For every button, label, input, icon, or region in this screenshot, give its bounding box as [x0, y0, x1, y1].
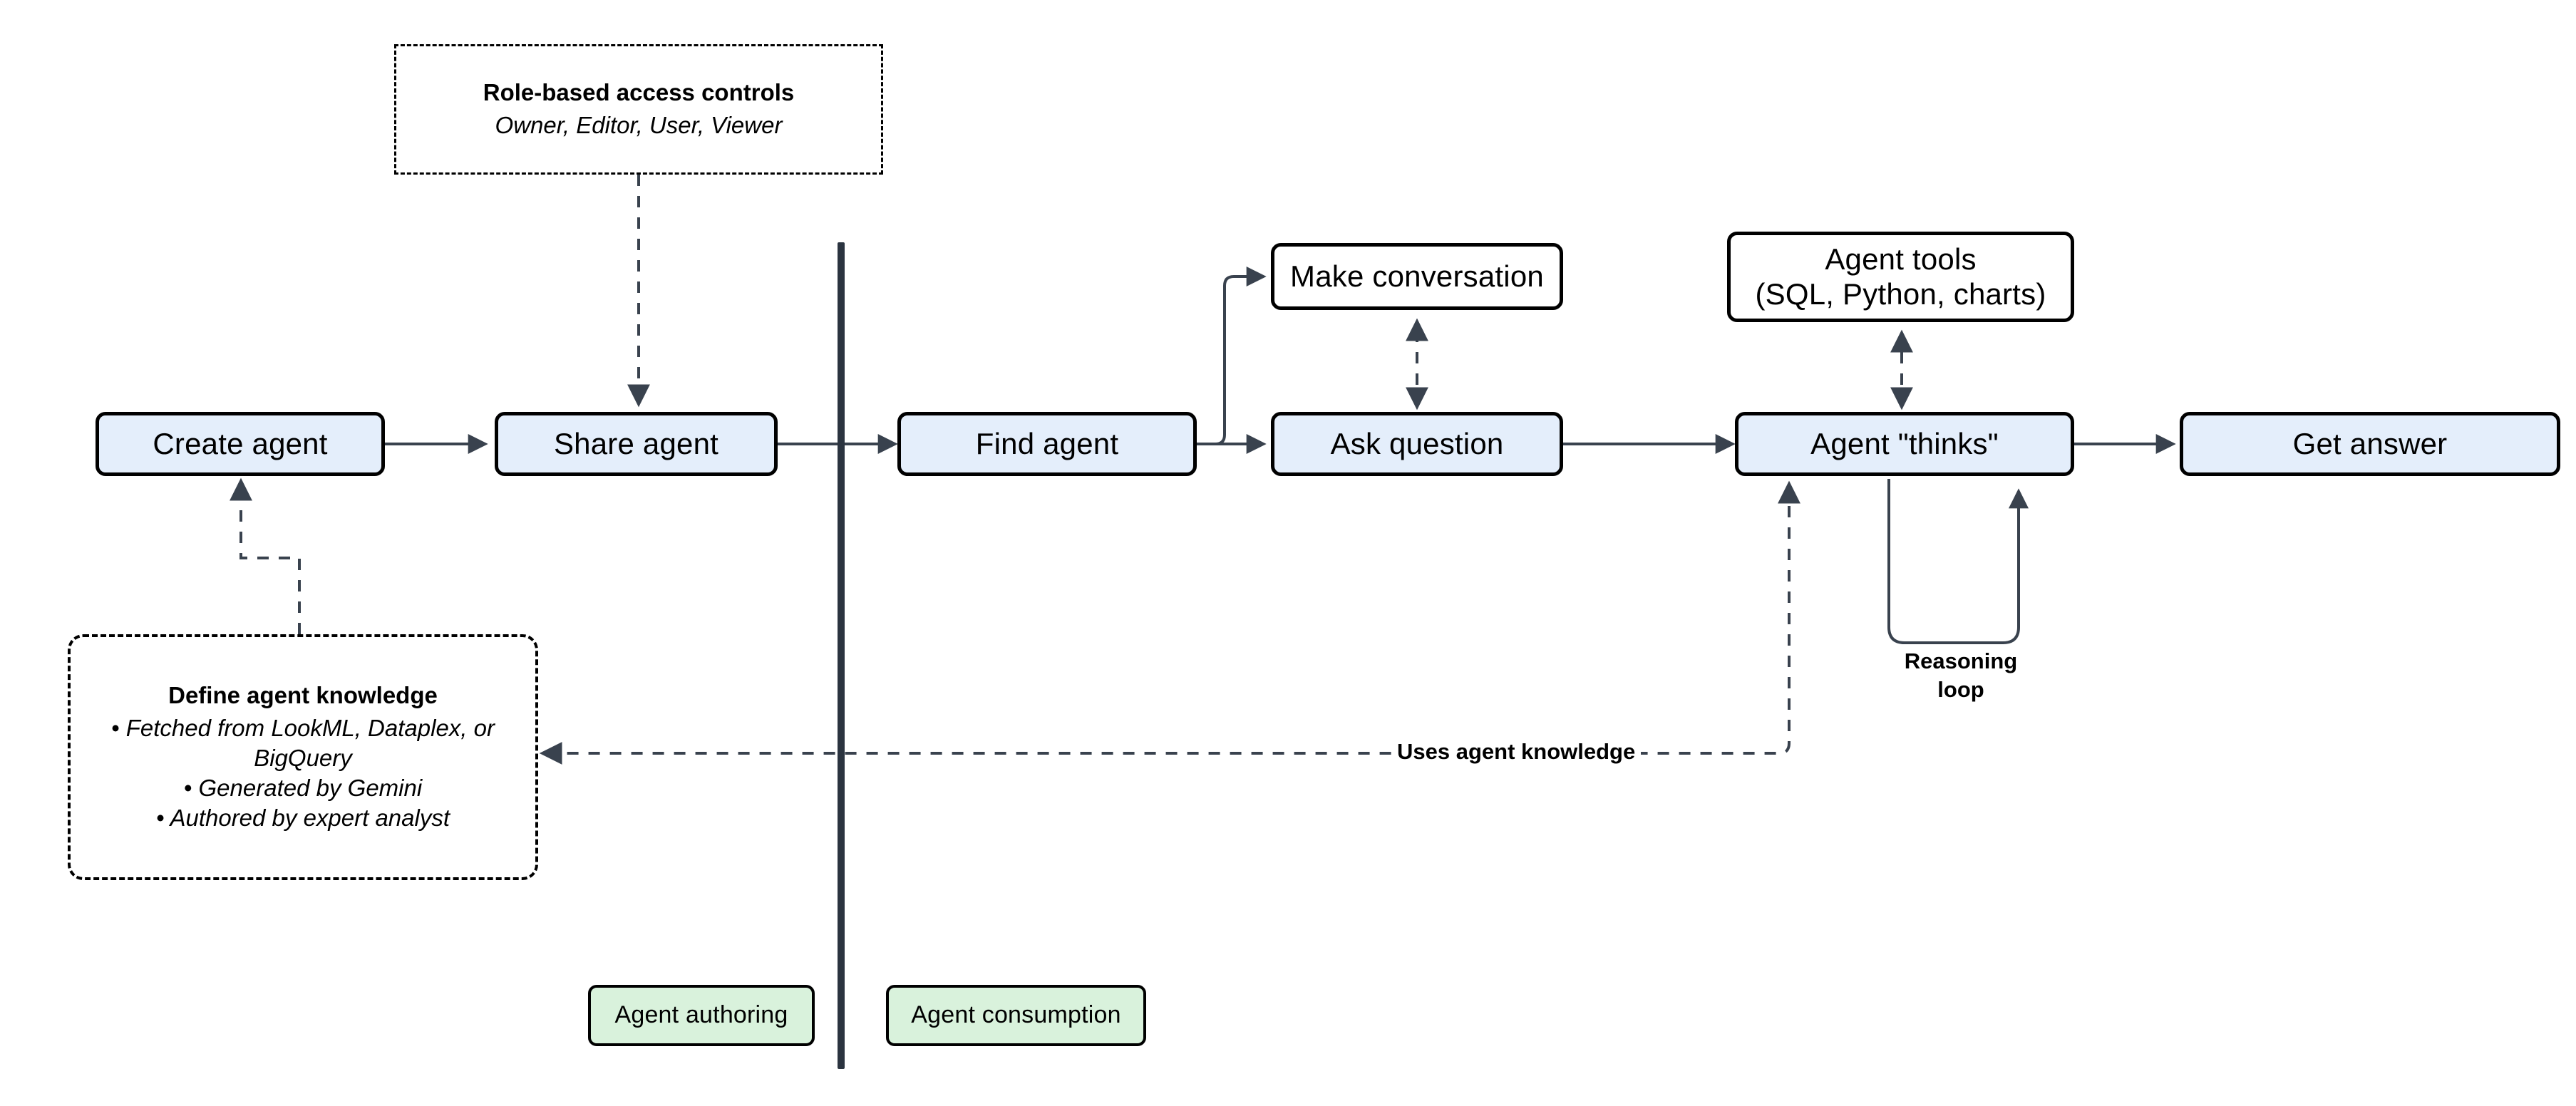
- node-ask-question[interactable]: Ask question: [1271, 412, 1563, 476]
- note-rbac-subtitle: Owner, Editor, User, Viewer: [495, 111, 783, 138]
- edge-find-to-make-conversation: [1197, 267, 1267, 445]
- note-knowledge-item-0: • Fetched from LookML, Dataplex, or BigQ…: [111, 714, 495, 771]
- node-get-answer-label: Get answer: [2292, 426, 2448, 460]
- note-rbac-title: Role-based access controls: [483, 79, 795, 106]
- node-share-agent[interactable]: Share agent: [495, 412, 778, 476]
- legend-agent-authoring-label: Agent authoring: [614, 1001, 788, 1029]
- edge-uses-agent-knowledge: [539, 480, 1800, 765]
- note-knowledge-item-1: • Generated by Gemini: [183, 775, 423, 802]
- legend-agent-consumption[interactable]: Agent consumption: [886, 985, 1146, 1046]
- node-make-conversation-label: Make conversation: [1290, 259, 1544, 293]
- node-ask-question-label: Ask question: [1330, 426, 1504, 460]
- edge-label-reasoning-loop-line2: loop: [1937, 676, 1984, 702]
- node-agent-tools-label-line1: Agent tools: [1825, 242, 1977, 276]
- note-knowledge-title: Define agent knowledge: [168, 682, 438, 709]
- node-share-agent-label: Share agent: [553, 426, 719, 460]
- edge-label-reasoning-loop: Reasoning loop: [1895, 647, 2027, 704]
- node-get-answer[interactable]: Get answer: [2180, 412, 2560, 476]
- node-make-conversation[interactable]: Make conversation: [1271, 243, 1563, 310]
- section-divider: [838, 242, 845, 1069]
- legend-agent-consumption-label: Agent consumption: [911, 1001, 1121, 1029]
- note-define-agent-knowledge: Define agent knowledge • Fetched from Lo…: [68, 634, 538, 880]
- node-create-agent[interactable]: Create agent: [96, 412, 385, 476]
- legend-agent-authoring[interactable]: Agent authoring: [588, 985, 815, 1046]
- node-find-agent[interactable]: Find agent: [897, 412, 1197, 476]
- edge-label-uses-agent-knowledge: Uses agent knowledge: [1391, 738, 1642, 765]
- edge-knowledge-to-create: [230, 477, 301, 634]
- node-find-agent-label: Find agent: [975, 426, 1119, 460]
- edge-label-reasoning-loop-line1: Reasoning: [1904, 648, 2018, 673]
- note-knowledge-item-2: • Authored by expert analyst: [155, 805, 450, 832]
- node-agent-tools-label-line2: (SQL, Python, charts): [1755, 276, 2046, 311]
- node-agent-thinks-label: Agent "thinks": [1810, 426, 1999, 460]
- note-role-based-access-controls: Role-based access controls Owner, Editor…: [394, 44, 883, 175]
- node-create-agent-label: Create agent: [153, 426, 328, 460]
- node-agent-thinks[interactable]: Agent "thinks": [1735, 412, 2074, 476]
- node-agent-tools[interactable]: Agent tools (SQL, Python, charts): [1727, 232, 2074, 322]
- edge-label-uses-agent-knowledge-text: Uses agent knowledge: [1397, 739, 1636, 764]
- edge-reasoning-loop: [1887, 479, 2029, 644]
